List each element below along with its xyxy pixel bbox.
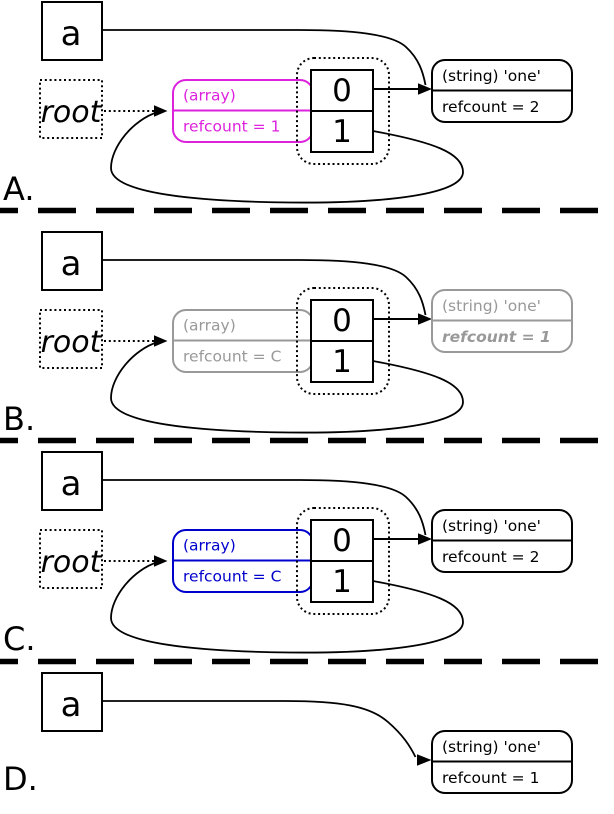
cell-1-label: 1 [332,564,352,600]
string-refcount-label: refcount = 2 [442,98,539,116]
cell-0-label: 0 [332,73,352,109]
array-type-label: (array) [183,87,236,105]
cycle-loop-curve [110,341,464,434]
cell-0-label: 0 [332,303,352,339]
string-type-label: (string) 'one' [442,517,541,535]
string-arrow-head [418,83,432,95]
string-refcount-label: refcount = 2 [442,548,539,566]
var-box [41,451,103,511]
root-label: root [41,545,103,580]
panel-a: a root (array) refcount = 1 0 1 (string)… [3,1,573,208]
string-refcount-label: refcount = 1 [442,769,539,787]
var-label: a [61,464,82,504]
var-pointer-curve [102,259,427,316]
var-label: a [61,14,82,54]
var-pointer-curve [102,29,427,86]
var-pointer-curve [102,700,417,758]
cycle-loop-curve [110,111,464,204]
root-arrow-head [154,335,168,347]
panel-d: a (string) 'one' refcount = 1 D. [3,672,573,798]
cell-0-label: 0 [332,523,352,559]
string-refcount-label: refcount = 1 [442,328,551,346]
array-refcount-label: refcount = C [183,568,281,586]
var-box [41,231,103,291]
panel-b: a root (array) refcount = C 0 1 (string)… [3,231,573,438]
zval-outline [296,287,390,395]
var-pointer-curve [102,479,427,536]
cycle-loop-curve [110,561,464,654]
string-type-label: (string) 'one' [442,738,541,756]
string-type-label: (string) 'one' [442,67,541,85]
array-refcount-label: refcount = C [183,348,281,366]
panel-label-d: D. [3,760,38,798]
cell-1-label: 1 [332,114,352,150]
array-type-label: (array) [183,317,236,335]
string-arrow-head [418,533,432,545]
var-label: a [61,685,82,725]
string-type-label: (string) 'one' [442,297,541,315]
panel-label-a: A. [3,170,35,208]
string-arrow-head [418,313,432,325]
root-arrow-head [154,555,168,567]
zval-outline [296,507,390,615]
array-type-label: (array) [183,537,236,555]
panel-c: a root (array) refcount = C 0 1 (string)… [3,451,573,658]
cell-1-label: 1 [332,344,352,380]
root-arrow-head [154,105,168,117]
array-refcount-label: refcount = 1 [183,118,280,136]
var-box [41,672,103,732]
root-label: root [41,325,103,360]
panel-label-c: C. [3,620,36,658]
var-box [41,1,103,61]
zval-outline [296,57,390,165]
string-arrow-head [417,754,432,766]
var-label: a [61,244,82,284]
root-label: root [41,95,103,130]
panel-label-b: B. [3,400,35,438]
